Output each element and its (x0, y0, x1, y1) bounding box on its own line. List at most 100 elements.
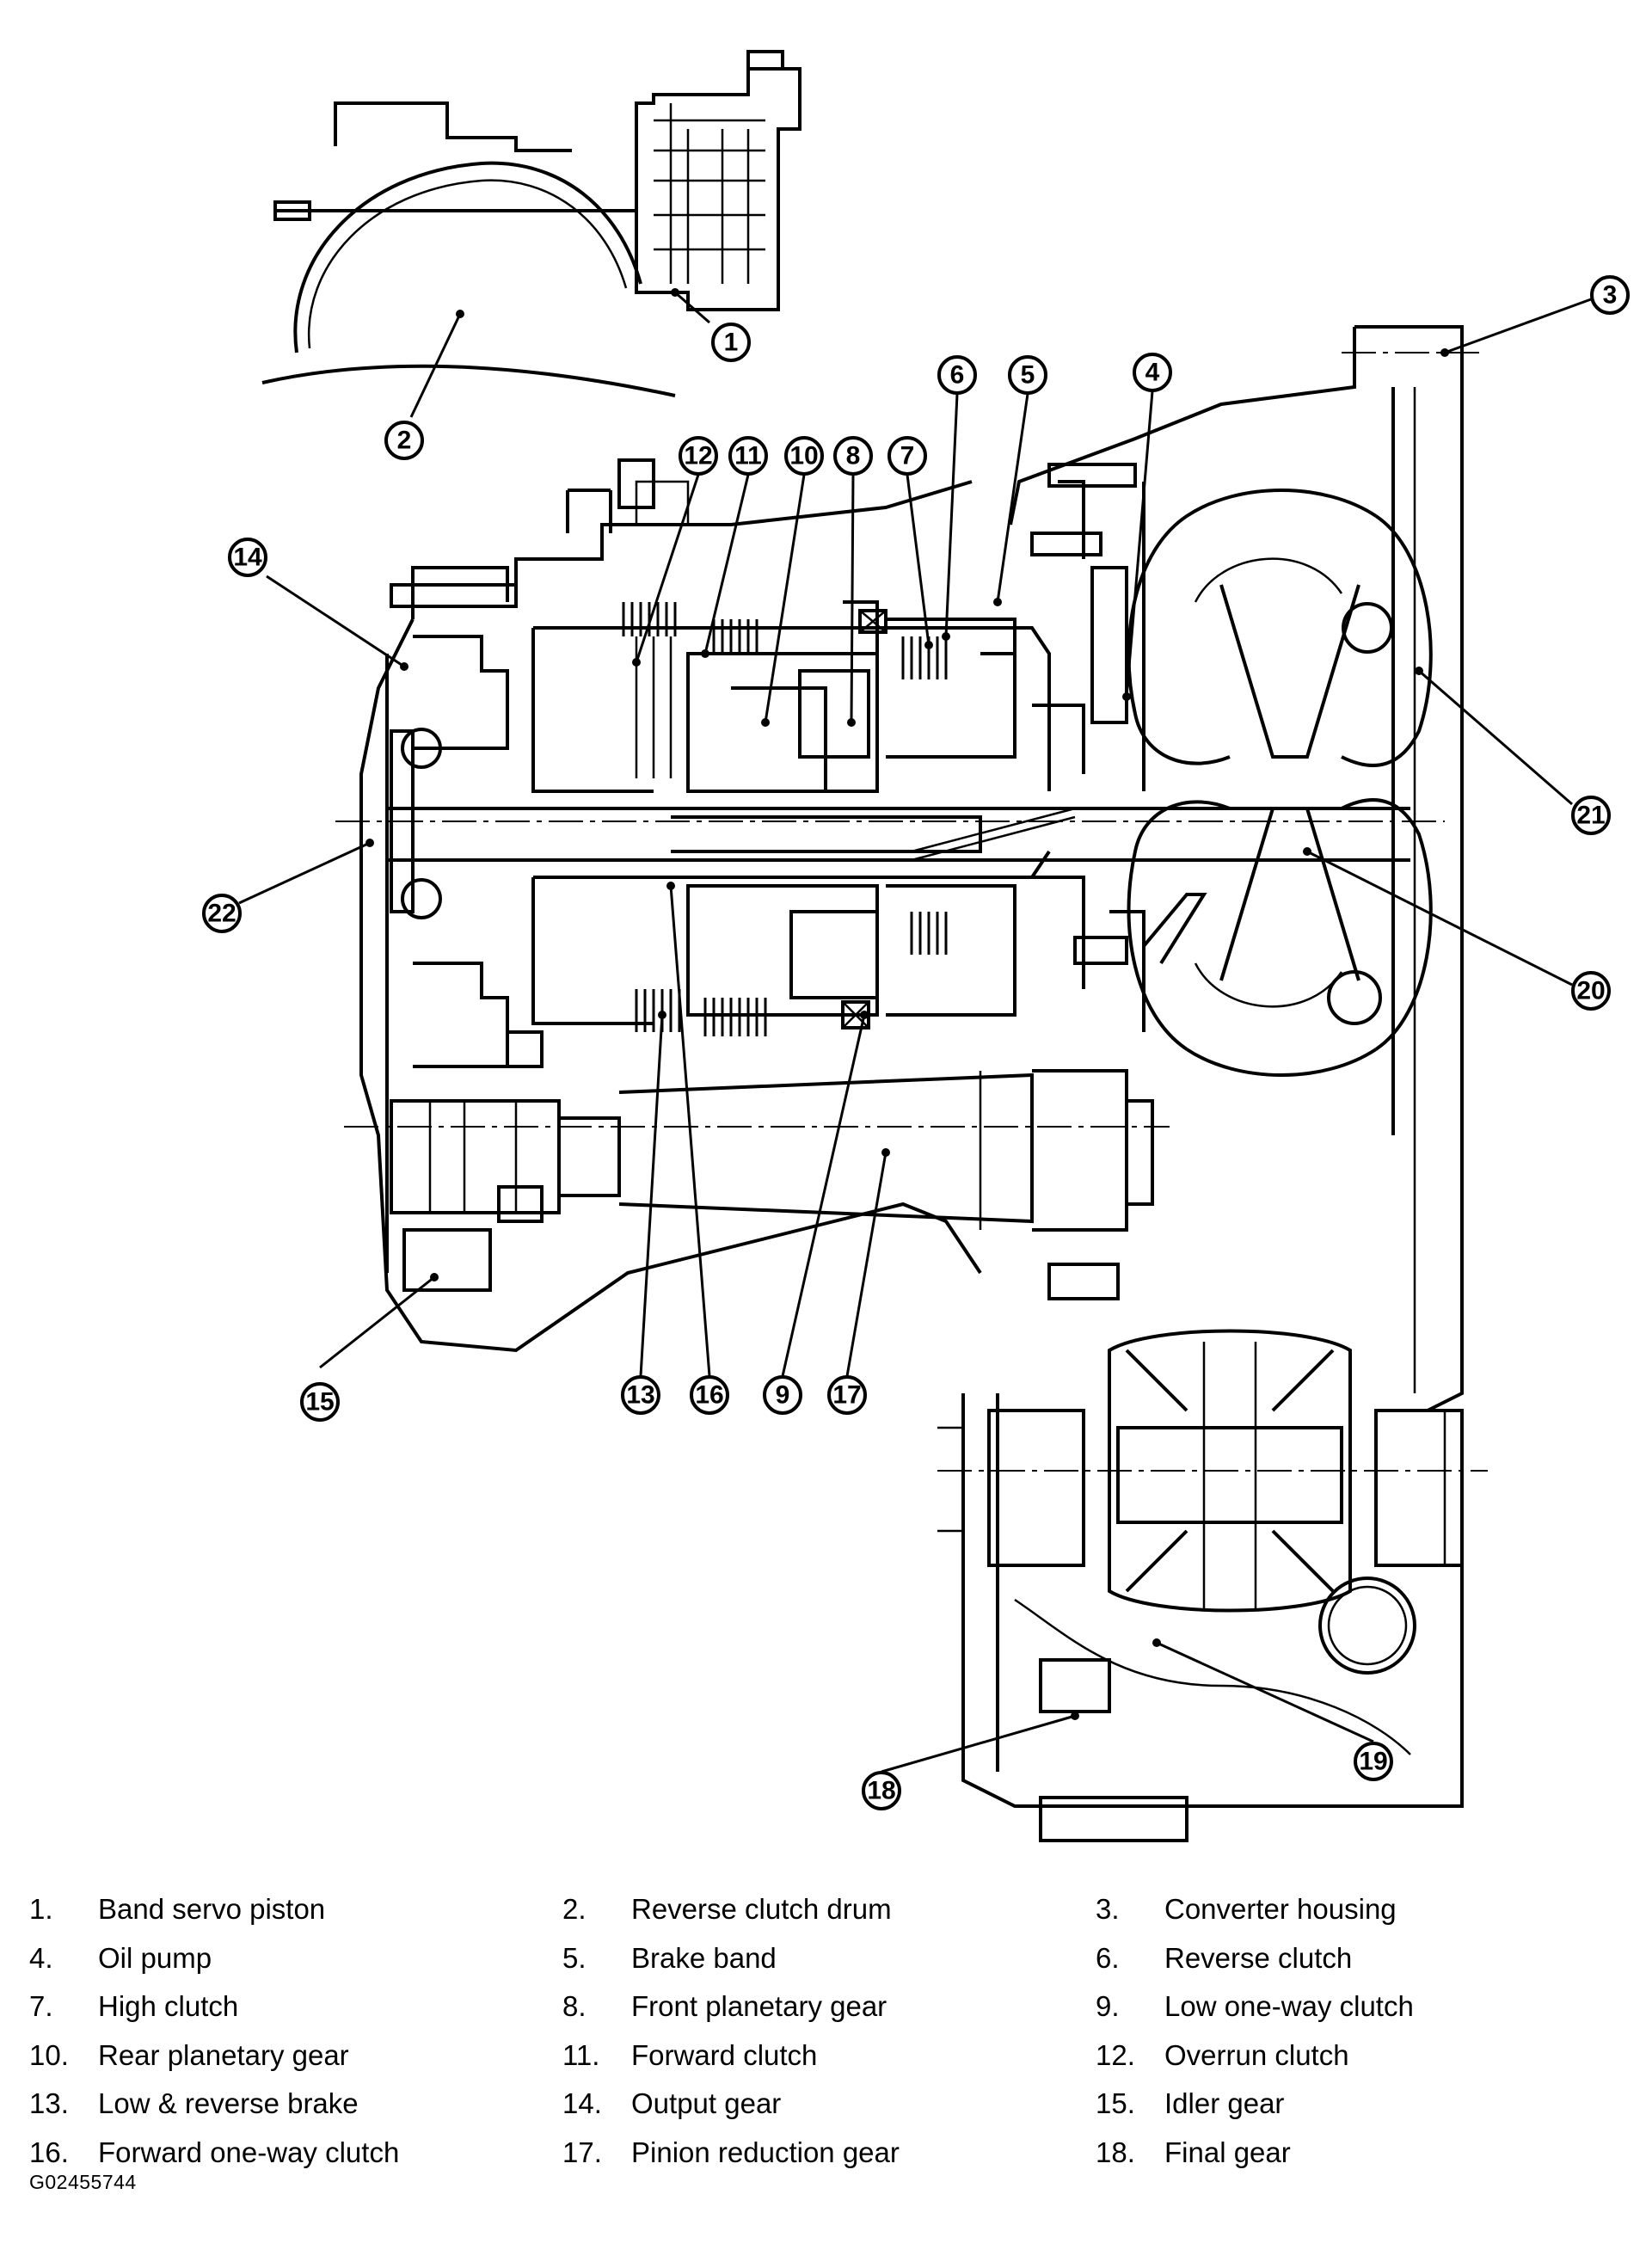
svg-text:17: 17 (832, 1381, 861, 1410)
legend-label: Low & reverse brake (98, 2087, 359, 2120)
callout-8: 8 (833, 436, 873, 476)
legend-item: 16. Forward one-way clutch (29, 2136, 562, 2169)
parts-legend: 1. Band servo piston 2.Reverse clutch dru… (29, 1885, 1629, 2177)
svg-text:20: 20 (1576, 977, 1605, 1005)
legend-label: Band servo piston (98, 1893, 326, 1926)
legend-number: 10. (29, 2038, 69, 2071)
svg-text:10: 10 (789, 442, 818, 470)
callout-13: 13 (621, 1375, 660, 1415)
legend-number: 12. (1096, 2038, 1135, 2071)
callout-16: 16 (690, 1375, 729, 1415)
legend-label: Forward one-way clutch (98, 2136, 400, 2168)
svg-text:11: 11 (734, 442, 762, 470)
legend-label: Reverse clutch drum (631, 1893, 892, 1926)
legend-number: 18. (1096, 2136, 1135, 2168)
callout-7: 7 (887, 436, 927, 476)
svg-text:12: 12 (684, 442, 712, 470)
legend-item: 3. Converter housing (1096, 1893, 1629, 1926)
svg-text:16: 16 (695, 1381, 723, 1410)
legend-item: 7.High clutch (29, 1990, 562, 2023)
legend-number: 1. (29, 1893, 53, 1926)
legend-number: 15. (1096, 2087, 1135, 2120)
diagram-canvas: 1 2 3 4 5 6 7 8 9 10 11 12 13 14 15 16 1… (202, 50, 1630, 1842)
callout-1: 1 (711, 323, 751, 362)
legend-row: 10. Rear planetary gear 11. Forward clutch… (29, 2031, 1629, 2081)
legend-label: High clutch (98, 1990, 239, 2023)
legend-label: Overrun clutch (1164, 2038, 1349, 2071)
gear-train (387, 463, 1410, 1300)
legend-item: 1. Band servo piston (29, 1893, 562, 1926)
legend-number: 17. (562, 2136, 602, 2168)
inset-band-servo (261, 50, 802, 397)
legend-item: 6. Reverse clutch (1096, 1942, 1629, 1975)
legend-row: 16. Forward one-way clutch 17. Pinion redu… (29, 2129, 1629, 2178)
svg-text:5: 5 (1021, 361, 1035, 390)
callout-2: 2 (384, 421, 424, 460)
legend-item: 2.Reverse clutch drum (562, 1893, 1096, 1926)
legend-row: 13. Low & reverse brake 14. Output gear 15… (29, 2080, 1629, 2129)
differential-final-gear (937, 1329, 1464, 1842)
legend-label: Low one-way clutch (1164, 1990, 1414, 2023)
leader-lines (238, 288, 1592, 1773)
legend-label: Rear planetary gear (98, 2038, 349, 2071)
legend-item: 5. Brake band (562, 1942, 1096, 1975)
legend-label: Idler gear (1164, 2087, 1285, 2120)
svg-text:13: 13 (626, 1381, 654, 1410)
legend-number: 16. (29, 2136, 69, 2168)
legend-item: 10. Rear planetary gear (29, 2039, 562, 2072)
svg-text:22: 22 (207, 900, 236, 928)
callout-20: 20 (1571, 971, 1611, 1011)
main-housing (359, 325, 1464, 1412)
legend-row: 1. Band servo piston 2.Reverse clutch dru… (29, 1885, 1629, 1934)
legend-label: Final gear (1164, 2136, 1291, 2168)
callout-6: 6 (937, 355, 977, 395)
center-lines (335, 352, 1488, 1472)
legend-item: 14. Output gear (562, 2087, 1096, 2120)
legend-label: Pinion reduction gear (631, 2136, 900, 2168)
legend-number: 13. (29, 2087, 69, 2120)
legend-label: Converter housing (1164, 1893, 1397, 1926)
svg-text:9: 9 (776, 1381, 790, 1410)
figure-id: G02455744 (29, 2171, 137, 2193)
callout-19: 19 (1354, 1742, 1393, 1781)
legend-label: Brake band (631, 1941, 777, 1974)
svg-text:1: 1 (724, 329, 739, 357)
legend-label: Forward clutch (631, 2038, 818, 2071)
legend-item: 9. Low one-way clutch (1096, 1990, 1629, 2023)
legend-number: 11. (562, 2038, 600, 2071)
legend-label: Reverse clutch (1164, 1941, 1353, 1974)
callout-9: 9 (763, 1375, 802, 1415)
svg-text:3: 3 (1603, 281, 1618, 310)
legend-number: 3. (1096, 1893, 1120, 1926)
legend-row: 7.High clutch 8. Front planetary gear 9. L… (29, 1982, 1629, 2031)
callout-12: 12 (679, 436, 718, 476)
svg-text:18: 18 (867, 1777, 895, 1805)
legend-item: 11. Forward clutch (562, 2039, 1096, 2072)
callout-4: 4 (1133, 353, 1172, 392)
legend-label: Front planetary gear (631, 1990, 887, 2023)
svg-text:15: 15 (305, 1388, 334, 1417)
callout-18: 18 (862, 1771, 901, 1810)
legend-label: Oil pump (98, 1941, 212, 1974)
callout-3: 3 (1590, 275, 1630, 315)
legend-item: 13. Low & reverse brake (29, 2087, 562, 2120)
legend-item: 18. Final gear (1096, 2136, 1629, 2169)
legend-number: 4. (29, 1941, 53, 1974)
legend-item: 15. Idler gear (1096, 2087, 1629, 2120)
legend-row: 4. Oil pump 5. Brake band 6. Reverse clutch (29, 1934, 1629, 1983)
svg-text:6: 6 (950, 361, 965, 390)
transaxle-cross-section-diagram: 1 2 3 4 5 6 7 8 9 10 11 12 13 14 15 16 1… (202, 50, 1630, 1842)
legend-number: 6. (1096, 1941, 1120, 1974)
callout-22: 22 (202, 894, 242, 933)
legend-number: 14. (562, 2087, 602, 2120)
callout-17: 17 (827, 1375, 867, 1415)
svg-text:21: 21 (1576, 802, 1605, 830)
callout-21: 21 (1571, 796, 1611, 835)
svg-text:7: 7 (900, 442, 915, 470)
legend-number: 8. (562, 1990, 587, 2023)
svg-text:14: 14 (233, 544, 262, 572)
legend-label: Output gear (631, 2087, 782, 2120)
svg-text:19: 19 (1359, 1748, 1387, 1776)
legend-number: 9. (1096, 1990, 1120, 2023)
legend-number: 5. (562, 1941, 587, 1974)
